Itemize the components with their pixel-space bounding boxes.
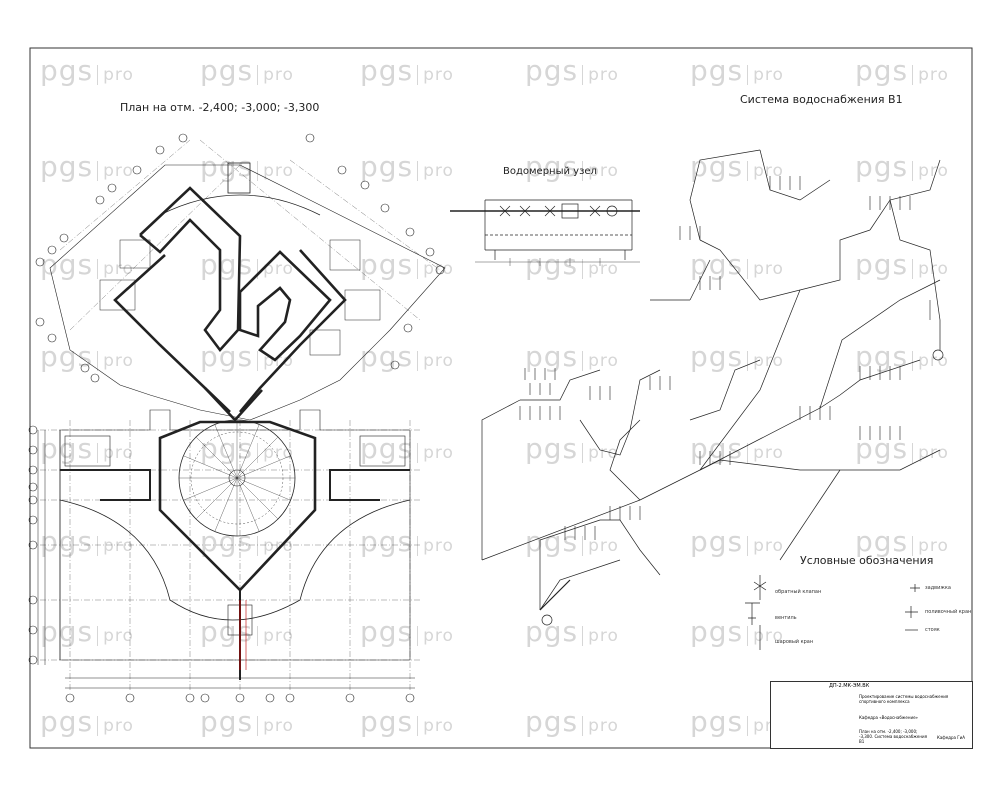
water-supply-isometric [481, 149, 944, 626]
legend-item: задвижка [925, 585, 951, 591]
organization-name: Кафедра ГиА [937, 735, 965, 740]
legend-item: шаровый кран [775, 639, 814, 645]
legend-title: Условные обозначения [800, 554, 934, 567]
drawing-code: ДП-2.МК-ЭМ.ВК [829, 683, 870, 689]
meter-unit-title: Водомерный узел [503, 166, 597, 177]
floor-plan-title: План на отм. -2,400; -3,000; -3,300 [120, 101, 320, 114]
legend-item: стояк [925, 627, 940, 633]
floor-plan [28, 133, 446, 703]
department-name: Кафедра «Водоснабжение» [859, 715, 918, 720]
legend-item: поливочный кран [925, 609, 972, 615]
legend-item: обратный клапан [775, 589, 822, 595]
title-block: ДП-2.МК-ЭМ.ВК Проектирование системы вод… [770, 681, 973, 749]
water-system-title: Система водоснабжения В1 [740, 93, 903, 106]
project-description: Проектирование системы водоснабжения спо… [859, 694, 949, 704]
sheet-frame [29, 47, 973, 749]
sheet-description: План на отм. -2,400; -3,000; -3,300. Сис… [859, 729, 927, 744]
legend-symbols [745, 575, 920, 650]
legend-item: вентиль [775, 615, 797, 621]
meter-unit-diagram [450, 199, 640, 266]
